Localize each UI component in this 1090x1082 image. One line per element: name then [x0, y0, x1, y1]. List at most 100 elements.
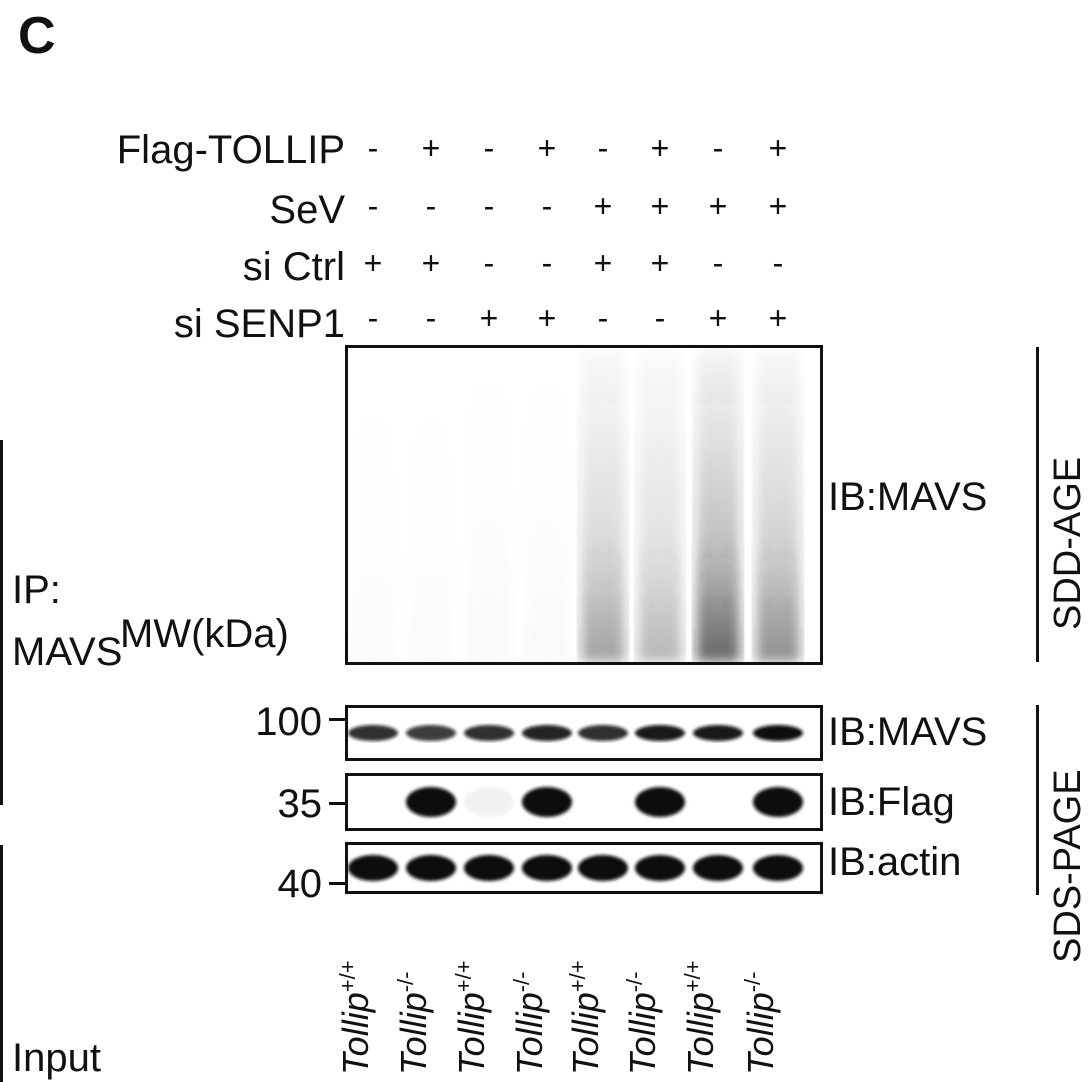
mw-tick-100 [329, 718, 345, 721]
condition-sign: + [650, 245, 670, 281]
mavs-band [578, 725, 628, 741]
actin-band [693, 855, 743, 881]
mavs-band [635, 725, 685, 741]
flag-band [406, 787, 456, 817]
blot-label-sdd-mavs: IB:MAVS [828, 475, 988, 519]
ip-label: IP: [12, 568, 61, 612]
gel-label-sds-page: SDS-PAGE [1047, 769, 1089, 963]
condition-label-si-ctrl: si Ctrl [242, 245, 345, 289]
actin-blot [345, 842, 823, 894]
condition-sign: + [363, 245, 383, 281]
mavs-band [464, 725, 514, 741]
actin-bands [348, 855, 803, 881]
condition-sign: - [772, 245, 784, 281]
condition-sign: + [593, 245, 613, 281]
condition-sign: - [483, 188, 495, 224]
lane-label: Tollip+/+ [680, 960, 721, 1075]
sdd-smear-lane [638, 348, 682, 662]
condition-sign: + [650, 130, 670, 166]
condition-sign: - [367, 130, 379, 166]
ip-bracket-line [0, 440, 3, 805]
mavs-band [406, 725, 456, 741]
mw-marker-35: 35 [277, 782, 323, 826]
condition-label-si-senp1: si SENP1 [173, 302, 345, 346]
sdd-age-bracket-line [1036, 347, 1039, 662]
condition-sign: - [367, 188, 379, 224]
condition-sign: + [708, 188, 728, 224]
input-label: Input [12, 1036, 101, 1080]
lane-label: Tollip-/- [393, 971, 434, 1076]
mw-header: MW(kDa) [120, 612, 289, 656]
condition-sign: + [768, 188, 788, 224]
flag-bands [406, 787, 803, 817]
condition-sign: + [768, 130, 788, 166]
condition-sign: - [367, 300, 379, 336]
sdd-smear-lane [696, 348, 740, 662]
blot-label-mavs: IB:MAVS [828, 710, 988, 754]
condition-label-sev: SeV [269, 188, 345, 232]
sdd-age-blot [345, 345, 823, 665]
condition-sign: - [541, 188, 553, 224]
condition-label-flag-tollip: Flag-TOLLIP [116, 128, 345, 172]
ip-mavs-label: MAVS [12, 630, 123, 674]
condition-sign: + [593, 188, 613, 224]
condition-sign: + [768, 300, 788, 336]
mw-tick-40 [329, 882, 345, 885]
sdd-smear-lane [409, 348, 453, 662]
condition-sign: - [483, 245, 495, 281]
mavs-band [348, 725, 398, 741]
condition-sign: + [650, 188, 670, 224]
gel-label-sdd-age: SDD-AGE [1047, 456, 1089, 630]
condition-sign: - [597, 130, 609, 166]
input-bracket-line [0, 845, 3, 1082]
sdd-smear-lane [756, 348, 800, 662]
flag-band [522, 787, 572, 817]
actin-band [753, 855, 803, 881]
mavs-band [522, 725, 572, 741]
actin-band [406, 855, 456, 881]
condition-sign: + [479, 300, 499, 336]
actin-band [522, 855, 572, 881]
sdd-smear-lane [525, 348, 569, 662]
condition-sign: + [421, 130, 441, 166]
lane-label: Tollip-/- [622, 971, 663, 1076]
condition-sign: - [541, 245, 553, 281]
mw-tick-35 [329, 802, 345, 805]
sdd-smear-lane [467, 348, 511, 662]
flag-band [753, 787, 803, 817]
flag-band [635, 787, 685, 817]
actin-band [578, 855, 628, 881]
sdd-smear-lane [581, 348, 625, 662]
condition-sign: + [537, 130, 557, 166]
blot-label-actin: IB:actin [828, 840, 962, 884]
sdd-smear-lane [351, 348, 395, 662]
condition-sign: - [712, 130, 724, 166]
lane-label: Tollip+/+ [335, 960, 376, 1075]
lane-label: Tollip+/+ [565, 960, 606, 1075]
blot-label-flag: IB:Flag [828, 780, 955, 824]
flag-band [464, 787, 514, 817]
mavs-blot [345, 705, 823, 761]
condition-sign: - [597, 300, 609, 336]
mavs-band [753, 725, 803, 741]
actin-band [348, 855, 398, 881]
actin-band [464, 855, 514, 881]
condition-sign: + [708, 300, 728, 336]
sds-page-bracket-line [1036, 705, 1039, 895]
lane-label: Tollip+/+ [451, 960, 492, 1075]
mavs-bands [348, 725, 803, 741]
condition-sign: - [712, 245, 724, 281]
condition-sign: - [425, 300, 437, 336]
condition-sign: + [421, 245, 441, 281]
lane-label: Tollip-/- [509, 971, 550, 1076]
lane-label: Tollip-/- [740, 971, 781, 1076]
actin-band [635, 855, 685, 881]
mw-marker-40: 40 [277, 862, 323, 906]
condition-sign: + [537, 300, 557, 336]
condition-sign: - [483, 130, 495, 166]
mw-marker-100: 100 [255, 700, 322, 744]
panel-letter: C [18, 7, 56, 65]
sdd-age-smear-image [351, 348, 800, 662]
condition-sign: - [654, 300, 666, 336]
flag-blot [345, 773, 823, 831]
